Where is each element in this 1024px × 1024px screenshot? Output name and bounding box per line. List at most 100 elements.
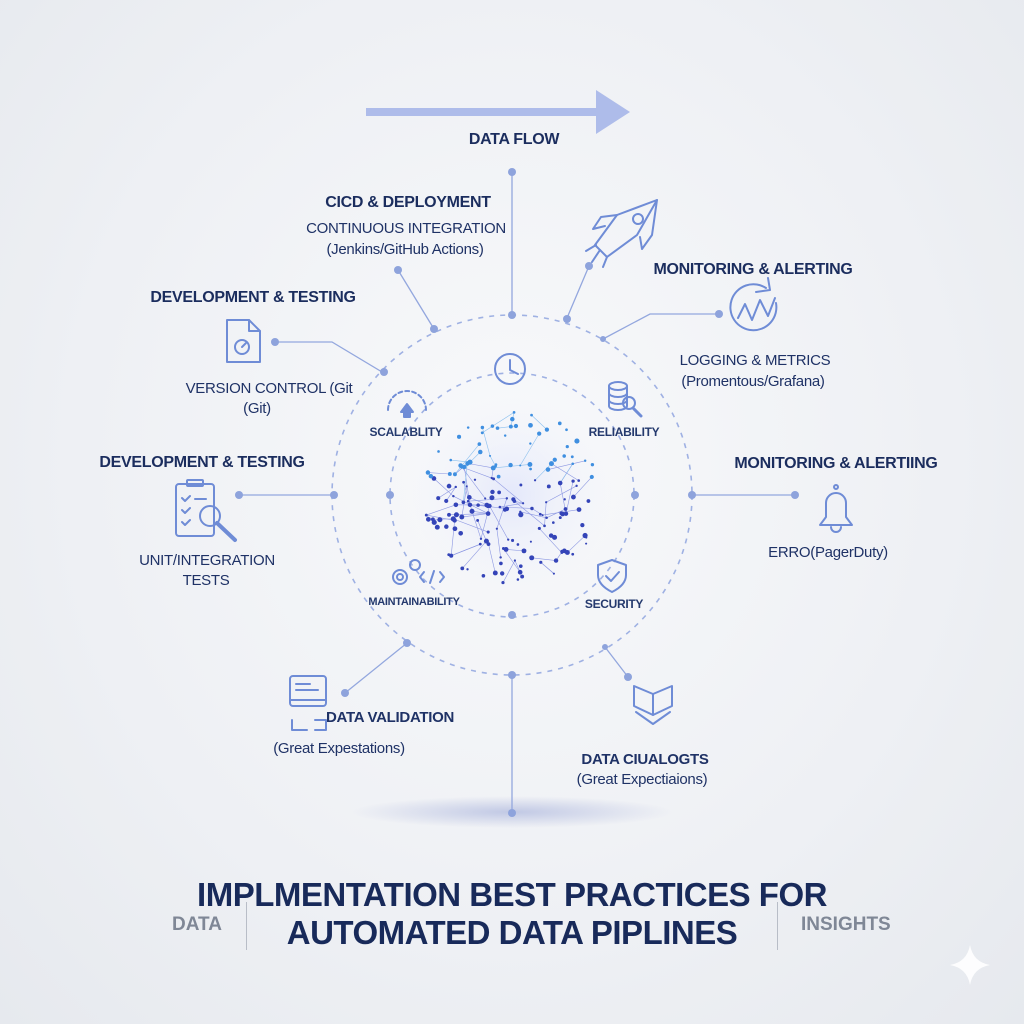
globe-node <box>490 489 495 495</box>
globe-node <box>545 501 548 504</box>
globe-edge <box>453 518 489 533</box>
globe-node <box>590 462 595 467</box>
globe-node <box>530 506 534 511</box>
globe-node <box>444 498 449 504</box>
globe-node <box>486 504 490 509</box>
globe-node <box>505 497 509 500</box>
globe-edge <box>438 486 456 499</box>
version-line1: VERSION CONTROL (Git <box>185 380 353 397</box>
globe-edge <box>531 557 557 561</box>
globe-edge <box>468 498 507 502</box>
pillar-reliability: RELIABILITY <box>588 425 660 439</box>
globe-node <box>437 450 440 453</box>
page-title: IMPLMENTATION BEST PRACTICES FOR AUTOMAT… <box>197 876 827 952</box>
globe-edge <box>546 508 566 519</box>
globe-edge <box>451 543 481 556</box>
globe-node <box>512 499 517 503</box>
globe-node <box>496 474 501 479</box>
globe-edge <box>559 463 573 484</box>
pillar-scalability: SCALABLITY <box>369 425 443 439</box>
globe-node <box>548 533 554 538</box>
validation-line1: (Great Expestations) <box>273 740 405 757</box>
globe-node <box>466 499 470 503</box>
globe-node <box>425 470 431 475</box>
globe-edge <box>461 466 486 499</box>
globe-node <box>558 516 562 520</box>
globe-node <box>539 560 543 564</box>
globe-node <box>577 479 581 482</box>
alerts-line1: ERRO(PagerDuty) <box>768 544 888 561</box>
globe-node <box>466 495 472 500</box>
globe-node <box>553 558 559 563</box>
logging-line1: LOGGING & METRICS <box>679 352 831 369</box>
globe-node <box>492 570 498 576</box>
globe-node <box>452 526 458 532</box>
logging-line2: (Promentous/Grafana) <box>681 373 825 390</box>
globe-node <box>460 566 465 571</box>
footer-divider-left <box>246 902 247 950</box>
document-gauge-icon <box>226 319 261 363</box>
globe-node <box>467 502 473 508</box>
title-line2: AUTOMATED DATA PIPLINES <box>286 914 738 951</box>
globe-node <box>563 498 566 501</box>
network-globe <box>424 411 595 585</box>
catalogs-title: DATA CIUALOGTS <box>581 751 709 768</box>
globe-node <box>529 467 532 471</box>
globe-node <box>498 505 502 509</box>
globe-node <box>545 516 548 520</box>
sparkle-icon <box>950 945 990 985</box>
globe-edge <box>461 513 489 518</box>
globe-node <box>476 518 480 522</box>
globe-node <box>519 483 523 487</box>
globe-node <box>563 507 568 511</box>
catalog-book-icon <box>633 685 673 725</box>
metrics-cycle-icon <box>729 277 778 332</box>
globe-node <box>544 427 550 432</box>
globe-node <box>517 569 523 575</box>
globe-node <box>477 442 482 446</box>
globe-edge <box>477 520 487 542</box>
unit-line1: UNIT/INTEGRATION <box>139 552 275 569</box>
globe-edge <box>497 425 517 429</box>
globe-node <box>499 556 502 559</box>
globe-node <box>583 459 587 463</box>
shield-check-icon <box>597 559 627 593</box>
globe-node <box>466 568 469 571</box>
globe-edge <box>471 511 482 539</box>
globe-edge <box>547 460 586 470</box>
globe-node <box>511 538 515 542</box>
data-flow-label: DATA FLOW <box>468 131 560 148</box>
globe-node <box>444 524 449 529</box>
globe-node <box>582 532 588 539</box>
globe-node <box>518 564 523 569</box>
globe-node <box>552 572 555 575</box>
globe-node <box>508 424 513 429</box>
globe-edge <box>426 504 456 516</box>
globe-node <box>580 523 585 528</box>
globe-edge <box>520 511 547 519</box>
globe-node <box>548 461 554 467</box>
globe-node <box>469 508 475 514</box>
catalogs-line1: (Great Expectiaions) <box>576 771 708 788</box>
alerts-title: MONITORING & ALERTIING <box>734 455 938 472</box>
globe-node <box>478 449 483 455</box>
globe-node <box>552 521 555 524</box>
globe-node <box>519 464 522 467</box>
globe-node <box>507 538 510 541</box>
globe-node <box>538 512 542 516</box>
globe-node <box>486 530 490 534</box>
globe-node <box>453 512 459 518</box>
globe-edge <box>450 520 455 556</box>
globe-node <box>431 519 437 525</box>
globe-node <box>446 483 452 489</box>
globe-node <box>483 538 489 544</box>
globe-node <box>533 479 537 482</box>
pillar-maintainability: MAINTAINABILITY <box>368 596 460 608</box>
globe-node <box>480 431 484 435</box>
globe-node <box>499 571 505 576</box>
globe-edge <box>539 528 563 554</box>
globe-edge <box>506 549 525 552</box>
connectors <box>239 172 795 813</box>
globe-node <box>481 574 486 578</box>
